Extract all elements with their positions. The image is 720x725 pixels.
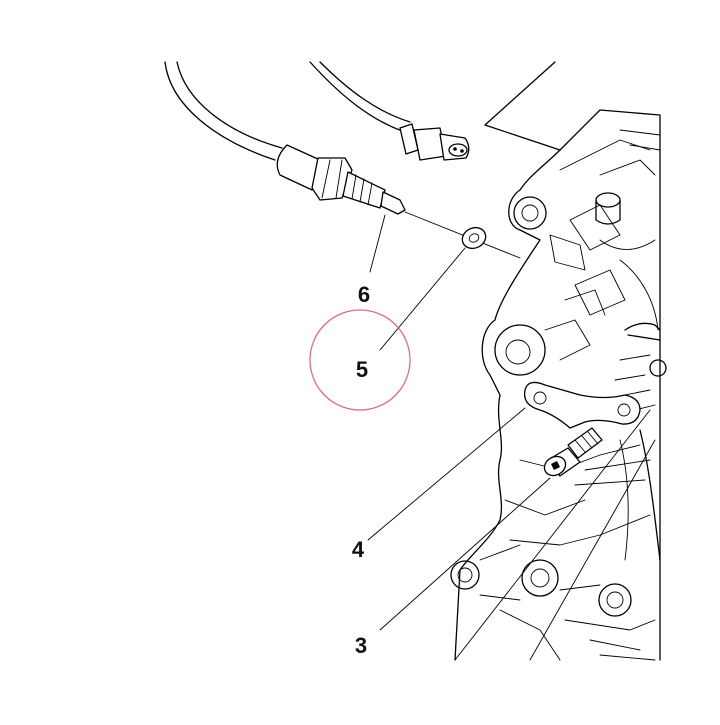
sealing-washer [461, 226, 487, 250]
leader-line-5 [379, 247, 466, 351]
leader-line-4 [367, 407, 526, 541]
callout-4[interactable]: 4 [352, 537, 365, 562]
hex-bolt [543, 427, 603, 477]
leader-line-6 [369, 214, 386, 273]
speed-sensor [276, 144, 521, 259]
retaining-bracket [523, 381, 641, 429]
leader-lines [367, 214, 656, 661]
gearbox-housing [450, 61, 667, 661]
housing-axis-line [529, 439, 656, 661]
connector-plug [399, 123, 470, 161]
callout-3[interactable]: 3 [355, 633, 367, 658]
callout-6[interactable]: 6 [358, 282, 370, 307]
sensor-cable [164, 61, 411, 161]
bolt-axis-line [454, 409, 651, 661]
highlight-circle [309, 309, 411, 411]
callout-5[interactable]: 5 [356, 357, 368, 382]
leader-line-3 [379, 477, 551, 631]
